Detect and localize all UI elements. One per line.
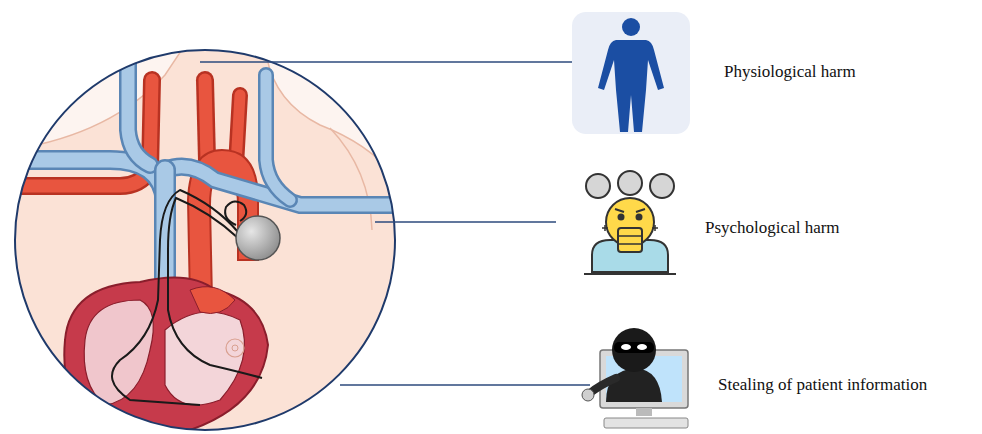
hacker-mask — [614, 342, 654, 353]
body-icon — [598, 18, 664, 132]
heart-valve — [190, 287, 235, 314]
fingers — [618, 236, 642, 244]
chest-illustration — [10, 45, 410, 434]
leader-line — [375, 221, 556, 223]
harm-label: Psychological harm — [705, 218, 955, 238]
thought-bubble — [586, 174, 610, 198]
hacker-hand — [582, 389, 594, 401]
vein — [266, 75, 290, 200]
artery — [205, 80, 207, 160]
pacemaker-leads — [112, 190, 262, 405]
hacker-head — [612, 328, 656, 372]
nipple — [226, 339, 244, 357]
background — [10, 45, 410, 434]
eye — [621, 344, 631, 350]
shoulder-line — [330, 128, 372, 230]
leader-lines — [200, 62, 590, 385]
vein-outline — [128, 60, 150, 165]
pacemaker-device — [236, 216, 280, 260]
nipple — [232, 345, 238, 351]
leader-line — [200, 61, 572, 63]
eye — [618, 214, 625, 221]
body-silhouette — [598, 40, 664, 132]
keyboard — [604, 418, 688, 428]
sweat-marks — [602, 225, 658, 231]
thought-bubble — [618, 171, 642, 195]
vein-outline — [266, 75, 290, 200]
torso-skin — [10, 45, 410, 434]
magnifier-circle — [15, 50, 395, 430]
harm-label: Stealing of patient information — [718, 375, 968, 395]
monitor-stand — [636, 408, 652, 416]
icon-background — [572, 12, 690, 134]
hacker-icon — [582, 328, 688, 428]
leader-line — [340, 384, 590, 386]
hacker-arm — [590, 378, 616, 393]
thought-bubble — [650, 174, 674, 198]
heart — [64, 278, 268, 434]
veins — [10, 60, 410, 330]
anxiety-icon — [584, 171, 676, 274]
harm-label: Physiological harm — [724, 62, 974, 82]
eye — [636, 214, 643, 221]
artery-outline — [205, 80, 207, 160]
heart-chamber — [165, 312, 245, 405]
hands — [618, 228, 642, 252]
base-line — [584, 273, 676, 275]
eye — [637, 344, 647, 350]
vein — [128, 60, 150, 165]
eyebrows — [615, 209, 645, 212]
hacker-body — [606, 368, 662, 402]
body-head — [622, 18, 640, 36]
